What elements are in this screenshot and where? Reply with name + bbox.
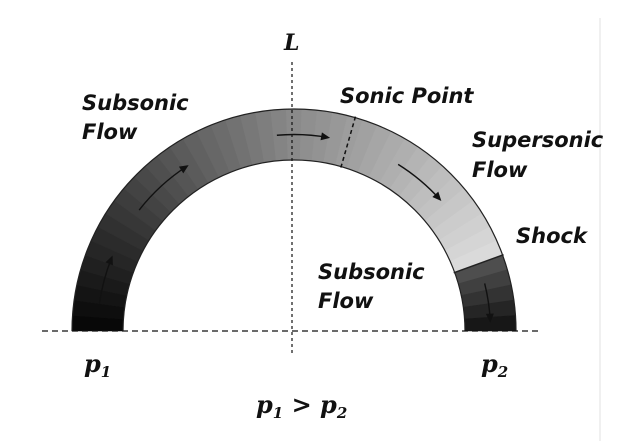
- subsonic-flow-inner-label-line2: Flow: [318, 289, 374, 313]
- curved-channel: [71, 108, 517, 332]
- shock-label: Shock: [516, 224, 589, 248]
- sonic-point-label: Sonic Point: [340, 84, 474, 108]
- p1-label: p1: [84, 349, 111, 381]
- supersonic-flow-label-line1: Supersonic: [472, 128, 604, 152]
- sonic-point-line: [340, 116, 357, 168]
- arrow-supersonic: [397, 163, 442, 202]
- arrow-upper-left: [138, 165, 189, 211]
- arrow-outlet: [483, 283, 494, 323]
- subsonic-flow-inner-label-line1: Subsonic: [318, 260, 425, 284]
- subsonic-flow-left-label-line2: Flow: [82, 120, 138, 144]
- subsonic-flow-left-label-line1: Subsonic: [82, 91, 189, 115]
- shock-line: [453, 254, 504, 274]
- pressure-relation-label: p1 > p2: [256, 390, 347, 422]
- channel-outline: [71, 108, 517, 332]
- p2-label: p2: [481, 349, 508, 381]
- supersonic-flow-label-line2: Flow: [472, 158, 528, 182]
- arrow-inlet: [98, 255, 113, 304]
- arrow-top: [276, 132, 331, 141]
- flow-arrows: [98, 132, 494, 323]
- axis-l-label: L: [283, 30, 299, 56]
